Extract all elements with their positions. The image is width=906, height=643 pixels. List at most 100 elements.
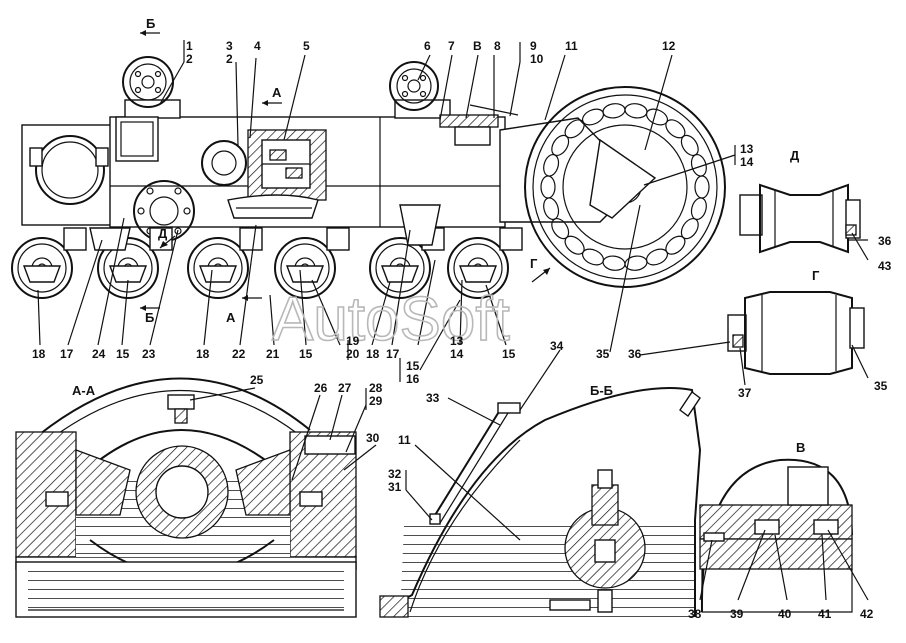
callout-40: 40: [778, 607, 792, 621]
callout-12: 12: [662, 39, 676, 53]
callout-6: 6: [424, 39, 431, 53]
track-roller: [97, 227, 173, 299]
idler-pocket: [624, 103, 648, 119]
support-roller-left: [122, 56, 181, 119]
callout-10: 10: [530, 52, 544, 66]
callout-15c: 15: [502, 347, 516, 361]
section-b-b: [379, 387, 702, 618]
callout-14: 14: [740, 155, 754, 169]
callout-35: 35: [596, 347, 610, 361]
callout-26: 26: [314, 381, 328, 395]
callout-36a: 36: [878, 234, 892, 248]
callout-20: 20: [346, 347, 360, 361]
callout-39: 39: [730, 607, 744, 621]
track-frame-assembly: [11, 56, 726, 299]
track-roller: [11, 227, 87, 299]
callout-28: 28: [369, 381, 383, 395]
idler-pocket: [665, 119, 686, 139]
callout-14b: 14: [450, 347, 464, 361]
watermark: AutoSoft: [272, 285, 510, 354]
callout-8: 8: [494, 39, 501, 53]
callout-18b: 18: [196, 347, 210, 361]
callout-31: 31: [388, 480, 402, 494]
track-roller: [274, 227, 350, 299]
callout-36b: 36: [628, 347, 642, 361]
callout-18c: 18: [366, 347, 380, 361]
aa-callouts: 25 26 27 28 29 30: [250, 373, 383, 445]
callout-25: 25: [250, 373, 264, 387]
frame-end-ring: [35, 135, 105, 205]
callout-21: 21: [266, 347, 280, 361]
callout-2: 2: [186, 52, 193, 66]
callout-32: 32: [388, 467, 402, 481]
callout-2b: 2: [226, 52, 233, 66]
idler-pocket: [690, 153, 707, 177]
callout-5: 5: [303, 39, 310, 53]
callout-1: 1: [186, 39, 193, 53]
view-mark-D: Д: [158, 226, 168, 241]
callout-G: Г: [812, 268, 820, 283]
callout-11b: 11: [398, 433, 411, 447]
idler-pocket: [602, 255, 626, 271]
view-mark-G: Г: [530, 256, 538, 271]
track-roller: [447, 227, 523, 299]
callout-11: 11: [565, 39, 578, 53]
callout-13b: 13: [450, 334, 464, 348]
callout-37: 37: [738, 386, 752, 400]
idler-pocket: [690, 197, 707, 221]
callout-24: 24: [92, 347, 106, 361]
callout-15a: 15: [116, 347, 130, 361]
section-title-aa: А-А: [72, 383, 96, 398]
callout-27: 27: [338, 381, 352, 395]
callout-9: 9: [530, 39, 537, 53]
callout-7: 7: [448, 39, 455, 53]
callout-29: 29: [369, 394, 383, 408]
section-mark-B-bottom: Б: [145, 310, 154, 325]
callout-D: Д: [790, 148, 800, 163]
inspection-cover: [115, 116, 159, 162]
section-mark-B-top: Б: [146, 16, 155, 31]
callout-labels: 1 2 3 2 4 5 6 7 В 8 9 10 11 12 13 14 Д 3…: [32, 16, 892, 400]
callout-V: В: [473, 39, 482, 53]
detail-v: [699, 458, 853, 613]
detail-title-v: В: [796, 440, 805, 455]
central-hub-section: [201, 129, 327, 219]
track-roller: [187, 227, 263, 299]
callout-18a: 18: [32, 347, 46, 361]
callout-17a: 17: [60, 347, 74, 361]
callout-35b: 35: [874, 379, 888, 393]
idler-pocket: [665, 235, 686, 255]
callout-33: 33: [426, 391, 440, 405]
section-title-bb: Б-Б: [590, 383, 613, 398]
callout-22: 22: [232, 347, 246, 361]
idler-arm: [589, 138, 657, 219]
bb-callouts: 33 11 32 31: [388, 391, 440, 494]
callout-15b: 15: [299, 347, 313, 361]
callout-42: 42: [860, 607, 874, 621]
v-callouts: 38 39 40 41 42: [688, 607, 874, 621]
front-idler-wheel: [524, 86, 726, 288]
leader-lines: [37, 40, 869, 601]
callout-13: 13: [740, 142, 754, 156]
view-D-roller: [739, 183, 861, 254]
callout-43: 43: [878, 259, 892, 273]
callout-15d: 15: [406, 359, 420, 373]
section-arrows: [140, 30, 551, 311]
callout-34: 34: [550, 339, 564, 353]
callout-41: 41: [818, 607, 832, 621]
support-roller-right: [389, 61, 451, 119]
section-mark-A-bottom: А: [226, 310, 236, 325]
callout-19: 19: [346, 334, 360, 348]
section-mark-A-top: А: [272, 85, 282, 100]
callout-16: 16: [406, 372, 420, 386]
view-G-roller: [727, 291, 865, 375]
idler-pocket: [564, 235, 585, 255]
callout-4: 4: [254, 39, 261, 53]
callout-3: 3: [226, 39, 233, 53]
callout-23: 23: [142, 347, 156, 361]
callout-17b: 17: [386, 347, 400, 361]
callout-30: 30: [366, 431, 380, 445]
section-a-a: [15, 377, 357, 618]
track-rollers: [11, 227, 523, 299]
